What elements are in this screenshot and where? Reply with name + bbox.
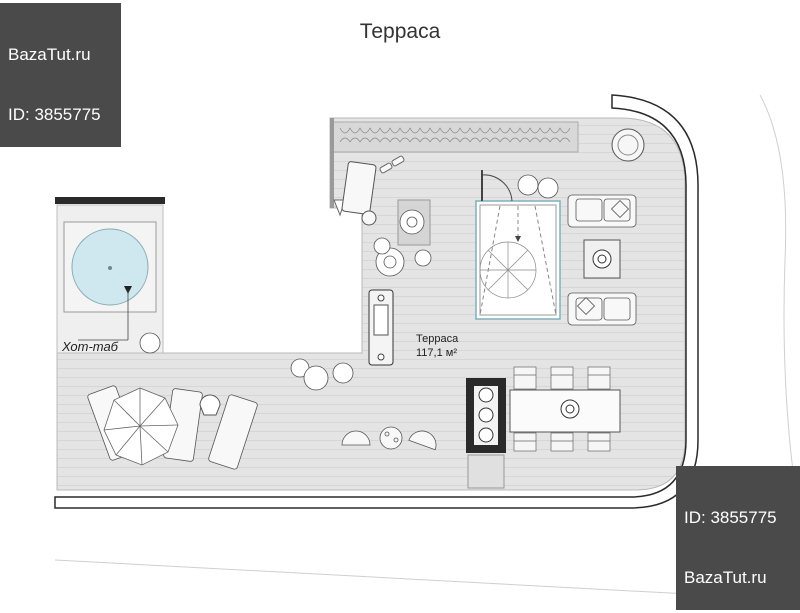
room-area: 117,1 м² (416, 347, 457, 359)
top-planter-shrubs (339, 127, 571, 143)
parasol (103, 387, 179, 466)
cushion-a (379, 162, 393, 174)
hot-tub-center (108, 266, 112, 270)
top-planter (332, 121, 579, 153)
room-name: Терраса (416, 333, 459, 345)
watermark-site: BazaTut.ru (8, 45, 91, 64)
parapet-curve (54, 94, 699, 509)
bistro-set (341, 426, 437, 451)
spiral-stair (479, 241, 537, 299)
watermark-id: ID: 3855775 (8, 105, 101, 124)
hot-tub-label: Хот-таб (61, 339, 119, 354)
watermark-id: ID: 3855775 (684, 508, 777, 527)
sofa-bottom (567, 292, 637, 326)
watermark-top: BazaTut.ru ID: 3855775 (0, 3, 121, 147)
stair-dashes (479, 205, 557, 316)
fireplace-planter (467, 454, 505, 489)
table-centerpiece (560, 399, 580, 419)
corner-lounge-chair (611, 128, 645, 162)
cushion-b (391, 155, 405, 167)
page-title: Терраса (359, 20, 441, 43)
watermark-bottom: ID: 3855775 BazaTut.ru (676, 466, 800, 610)
upper-wall (330, 118, 334, 208)
sunbed-upper (341, 161, 377, 215)
side-table-upper (361, 210, 377, 226)
stair-door (481, 174, 513, 202)
dining-chairs (513, 366, 611, 452)
lounger-side-table (199, 394, 221, 416)
hot-tub-top-wall (55, 197, 165, 204)
watermark-site: BazaTut.ru (684, 568, 767, 587)
sofa-top (567, 194, 637, 228)
